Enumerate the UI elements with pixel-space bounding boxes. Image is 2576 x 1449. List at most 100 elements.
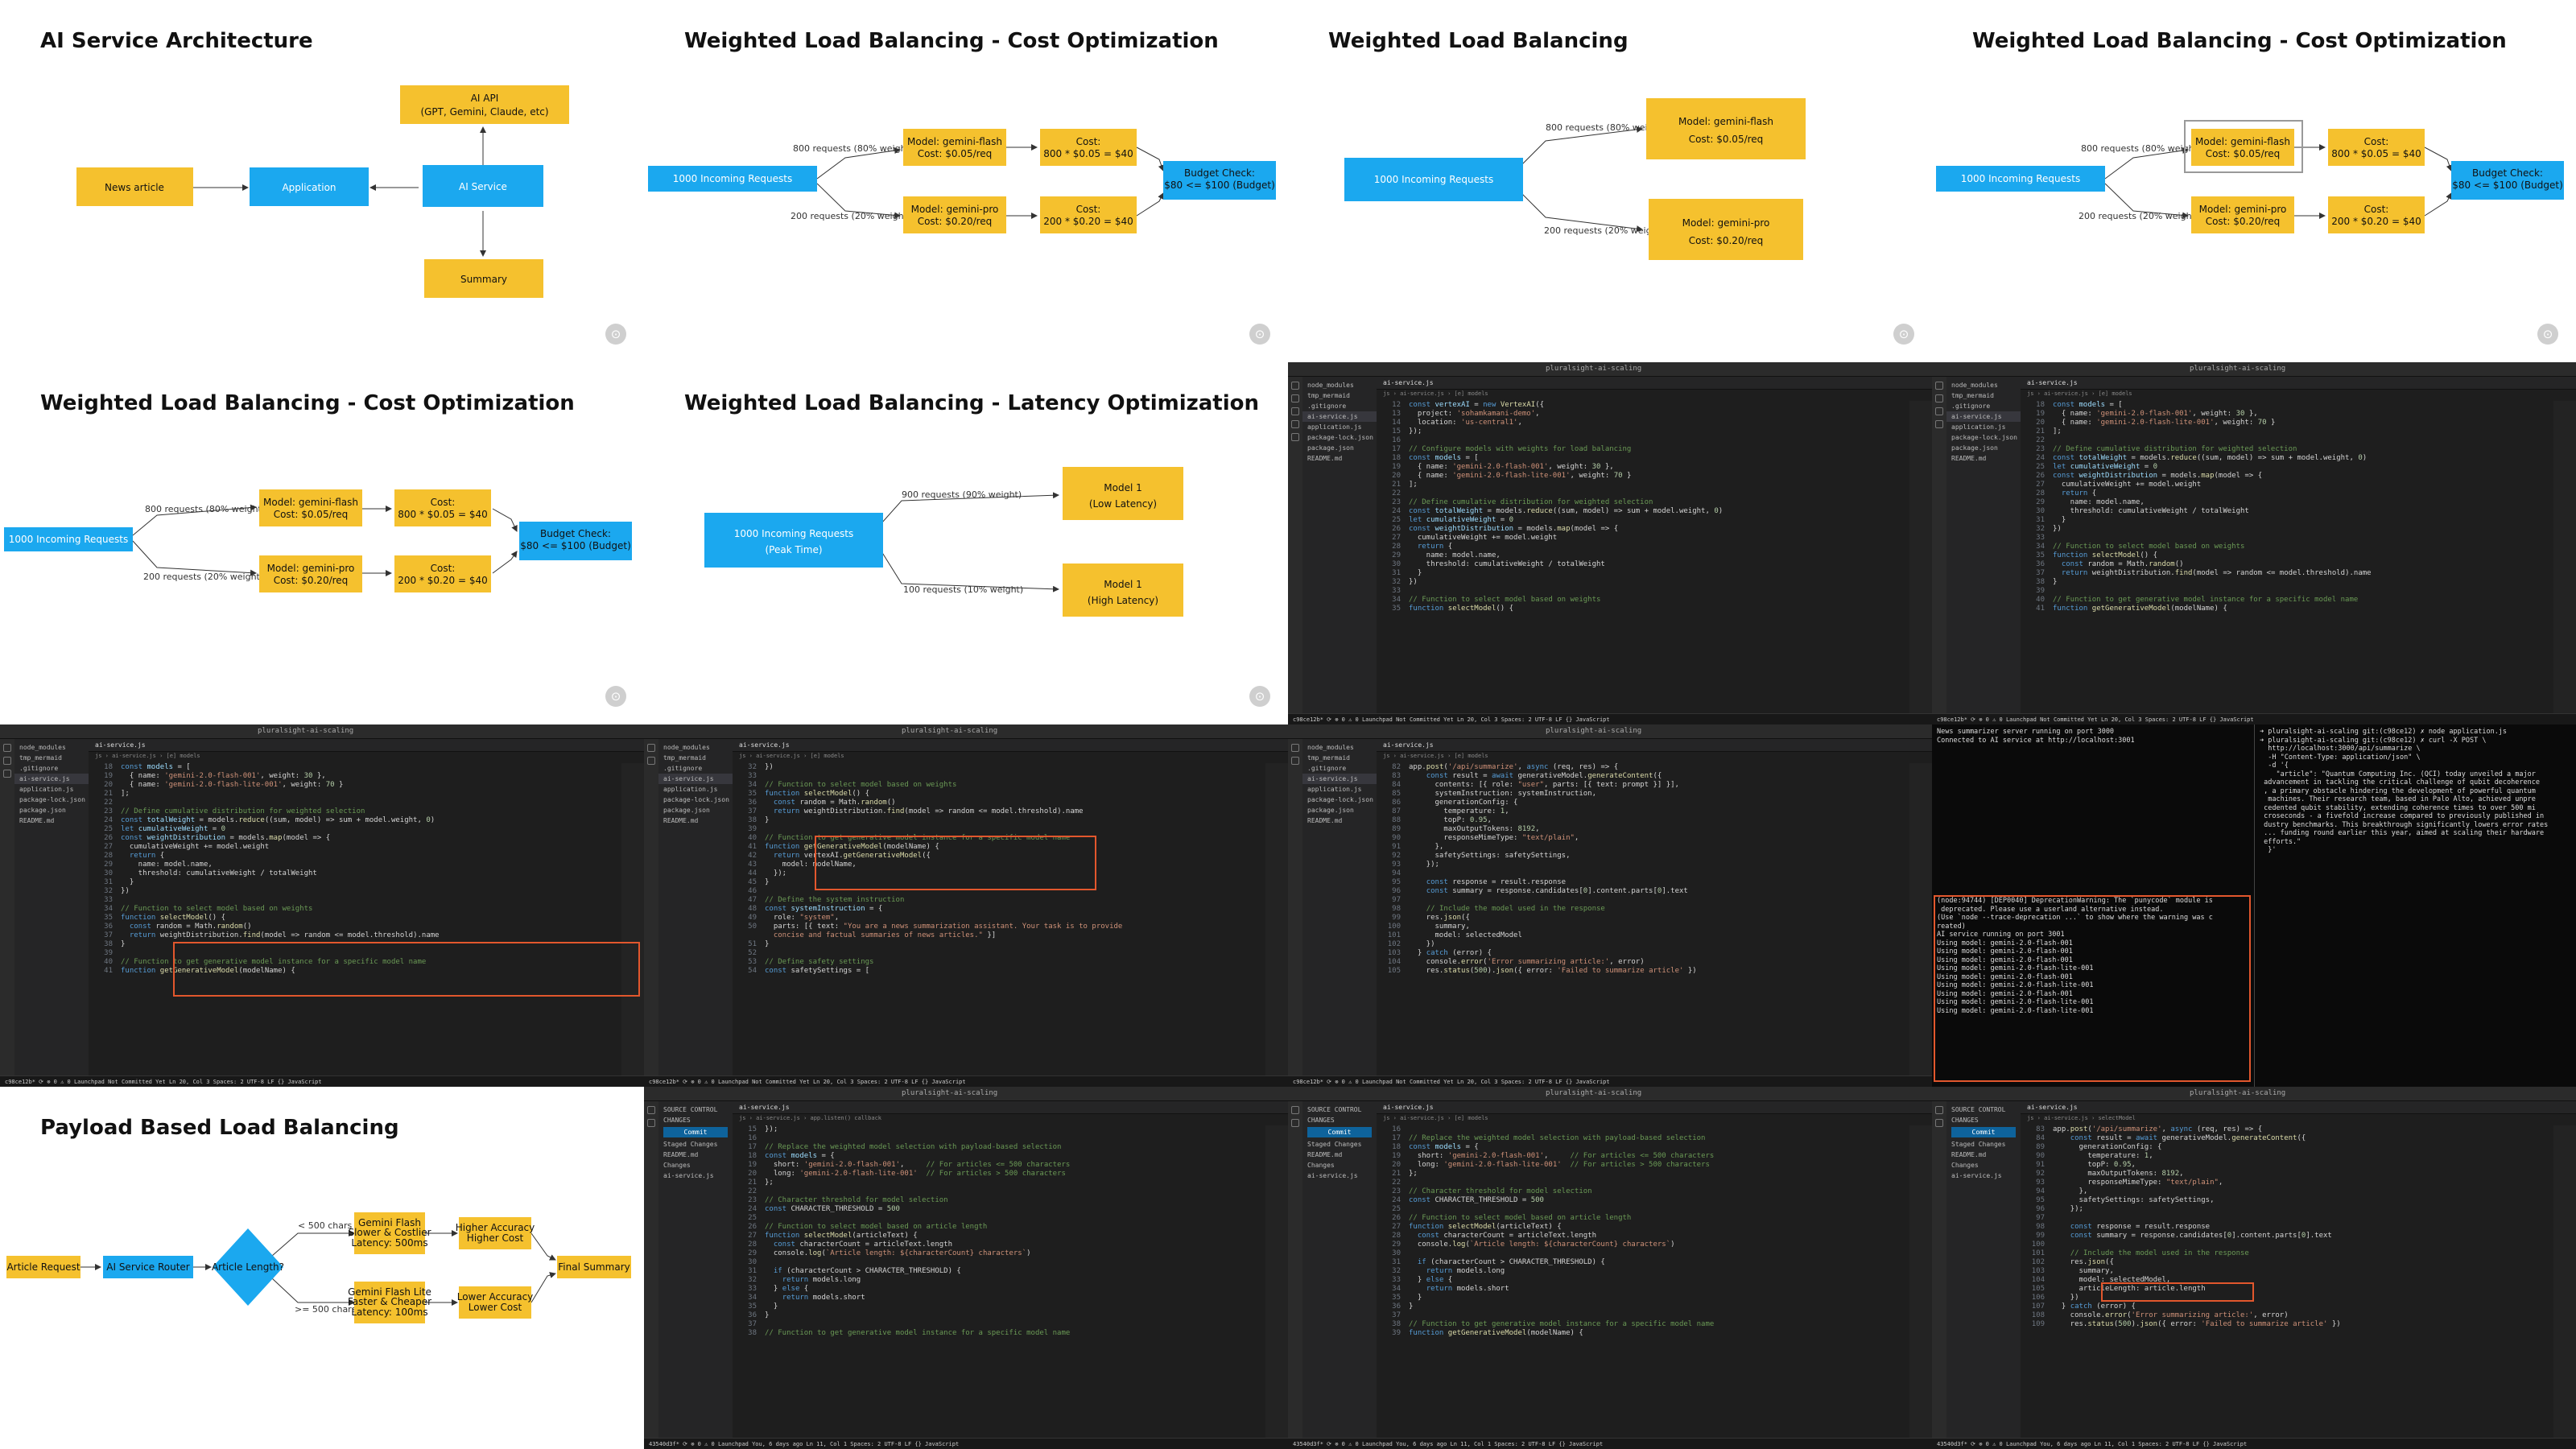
scm-item[interactable]: README.md bbox=[663, 1151, 699, 1158]
explorer-item[interactable]: node_modules bbox=[19, 744, 66, 751]
scm-item[interactable]: Changes bbox=[1951, 1162, 1979, 1169]
explorer-item[interactable]: README.md bbox=[19, 817, 55, 824]
explorer-item[interactable]: .gitignore bbox=[663, 765, 703, 772]
explorer-item[interactable]: application.js bbox=[663, 786, 718, 793]
explorer-item[interactable]: package.json bbox=[1307, 807, 1354, 814]
explorer-item[interactable]: README.md bbox=[1307, 817, 1343, 824]
explorer-item[interactable]: package.json bbox=[663, 807, 710, 814]
explorer-icon[interactable] bbox=[1935, 382, 1943, 390]
activity-bar[interactable] bbox=[644, 1101, 658, 1438]
scm-item[interactable]: Changes bbox=[1307, 1162, 1335, 1169]
scm-item[interactable]: Staged Changes bbox=[1307, 1141, 1362, 1148]
explorer-icon[interactable] bbox=[647, 744, 655, 752]
explorer-item[interactable]: application.js bbox=[1951, 423, 2006, 431]
search-icon[interactable] bbox=[1935, 394, 1943, 402]
explorer-icon[interactable] bbox=[3, 744, 11, 752]
source-control-icon[interactable] bbox=[1935, 407, 1943, 415]
explorer-item[interactable]: package-lock.json bbox=[663, 796, 729, 803]
activity-bar[interactable] bbox=[1288, 377, 1302, 713]
explorer-item[interactable]: package.json bbox=[1951, 444, 1998, 452]
editor-tab[interactable]: ai-service.js bbox=[89, 739, 644, 752]
scm-item[interactable]: ai-service.js bbox=[1951, 1172, 2002, 1179]
explorer-item[interactable]: package.json bbox=[19, 807, 66, 814]
debug-icon[interactable] bbox=[1935, 420, 1943, 428]
explorer-item[interactable]: node_modules bbox=[1307, 382, 1354, 389]
scm-item[interactable]: ai-service.js bbox=[1307, 1172, 1358, 1179]
explorer-item[interactable]: README.md bbox=[1307, 455, 1343, 462]
explorer-icon[interactable] bbox=[1291, 1106, 1299, 1114]
explorer-item[interactable]: README.md bbox=[1951, 455, 1987, 462]
terminal-right[interactable]: ➜ pluralsight-ai-scaling git:(c98ce12) ✗… bbox=[2254, 724, 2576, 1087]
editor-tab[interactable]: ai-service.js bbox=[1377, 739, 1932, 752]
code-view[interactable]: 32}) 33 34// Function to select model ba… bbox=[748, 763, 1123, 975]
editor-tab[interactable]: ai-service.js bbox=[2021, 1101, 2576, 1114]
explorer-item[interactable]: ai-service.js bbox=[1302, 774, 1377, 784]
source-control-icon[interactable] bbox=[1935, 1119, 1943, 1127]
debug-icon[interactable] bbox=[1291, 420, 1299, 428]
explorer-icon[interactable] bbox=[1291, 744, 1299, 752]
explorer-item[interactable]: package-lock.json bbox=[1307, 796, 1373, 803]
activity-bar[interactable] bbox=[1288, 1101, 1302, 1438]
minimap[interactable] bbox=[621, 763, 644, 1075]
explorer-item[interactable]: ai-service.js bbox=[1946, 411, 2021, 422]
commit-button[interactable]: Commit bbox=[1307, 1127, 1372, 1137]
explorer-item[interactable]: node_modules bbox=[1951, 382, 1998, 389]
explorer-item[interactable]: application.js bbox=[19, 786, 74, 793]
search-icon[interactable] bbox=[1291, 394, 1299, 402]
code-view[interactable]: 15}); 16 17// Replace the weighted model… bbox=[748, 1125, 1071, 1337]
explorer-icon[interactable] bbox=[1935, 1106, 1943, 1114]
explorer-icon[interactable] bbox=[647, 1106, 655, 1114]
scm-item[interactable]: README.md bbox=[1307, 1151, 1343, 1158]
scm-section[interactable]: CHANGES bbox=[1951, 1117, 1979, 1124]
explorer-item[interactable]: package-lock.json bbox=[1951, 434, 2017, 441]
source-control-icon[interactable] bbox=[1291, 1119, 1299, 1127]
explorer-item[interactable]: tmp_mermaid bbox=[19, 754, 62, 762]
activity-bar[interactable] bbox=[644, 739, 658, 1075]
explorer-item[interactable]: application.js bbox=[1307, 423, 1362, 431]
extensions-icon[interactable] bbox=[1291, 433, 1299, 441]
terminal-left[interactable]: News summarizer server running on port 3… bbox=[1932, 724, 2254, 1087]
editor-tab[interactable]: ai-service.js bbox=[1377, 377, 1932, 390]
editor-tab[interactable]: ai-service.js bbox=[2021, 377, 2576, 390]
explorer-item[interactable]: package-lock.json bbox=[19, 796, 85, 803]
explorer-item[interactable]: package-lock.json bbox=[1307, 434, 1373, 441]
source-control-icon[interactable] bbox=[647, 1119, 655, 1127]
explorer-item[interactable]: tmp_mermaid bbox=[663, 754, 706, 762]
activity-bar[interactable] bbox=[1932, 377, 1946, 713]
scm-item[interactable]: ai-service.js bbox=[663, 1172, 714, 1179]
scm-item[interactable]: Staged Changes bbox=[663, 1141, 718, 1148]
minimap[interactable] bbox=[1265, 1125, 1288, 1438]
code-view[interactable]: 16 17// Replace the weighted model selec… bbox=[1392, 1125, 1715, 1337]
explorer-item[interactable]: node_modules bbox=[1307, 744, 1354, 751]
scm-item[interactable]: Staged Changes bbox=[1951, 1141, 2006, 1148]
minimap[interactable] bbox=[1909, 401, 1932, 713]
explorer-item[interactable]: .gitignore bbox=[1951, 402, 1991, 410]
activity-bar[interactable] bbox=[1288, 739, 1302, 1075]
explorer-item[interactable]: tmp_mermaid bbox=[1307, 392, 1350, 399]
explorer-item[interactable]: tmp_mermaid bbox=[1951, 392, 1994, 399]
explorer-icon[interactable] bbox=[1291, 382, 1299, 390]
scm-section[interactable]: CHANGES bbox=[1307, 1117, 1335, 1124]
minimap[interactable] bbox=[1909, 1125, 1932, 1438]
search-icon[interactable] bbox=[647, 757, 655, 765]
explorer-item[interactable]: README.md bbox=[663, 817, 699, 824]
explorer-item[interactable]: ai-service.js bbox=[1302, 411, 1377, 422]
editor-tab[interactable]: ai-service.js bbox=[733, 1101, 1288, 1114]
explorer-item[interactable]: application.js bbox=[1307, 786, 1362, 793]
minimap[interactable] bbox=[2553, 401, 2576, 713]
minimap[interactable] bbox=[2553, 1125, 2576, 1438]
explorer-item[interactable]: .gitignore bbox=[1307, 402, 1347, 410]
explorer-item[interactable]: ai-service.js bbox=[14, 774, 89, 784]
commit-button[interactable]: Commit bbox=[663, 1127, 728, 1137]
minimap[interactable] bbox=[1265, 763, 1288, 1075]
explorer-item[interactable]: ai-service.js bbox=[658, 774, 733, 784]
explorer-item[interactable]: .gitignore bbox=[1307, 765, 1347, 772]
source-control-icon[interactable] bbox=[1291, 407, 1299, 415]
editor-tab[interactable]: ai-service.js bbox=[1377, 1101, 1932, 1114]
scm-item[interactable]: README.md bbox=[1951, 1151, 1987, 1158]
